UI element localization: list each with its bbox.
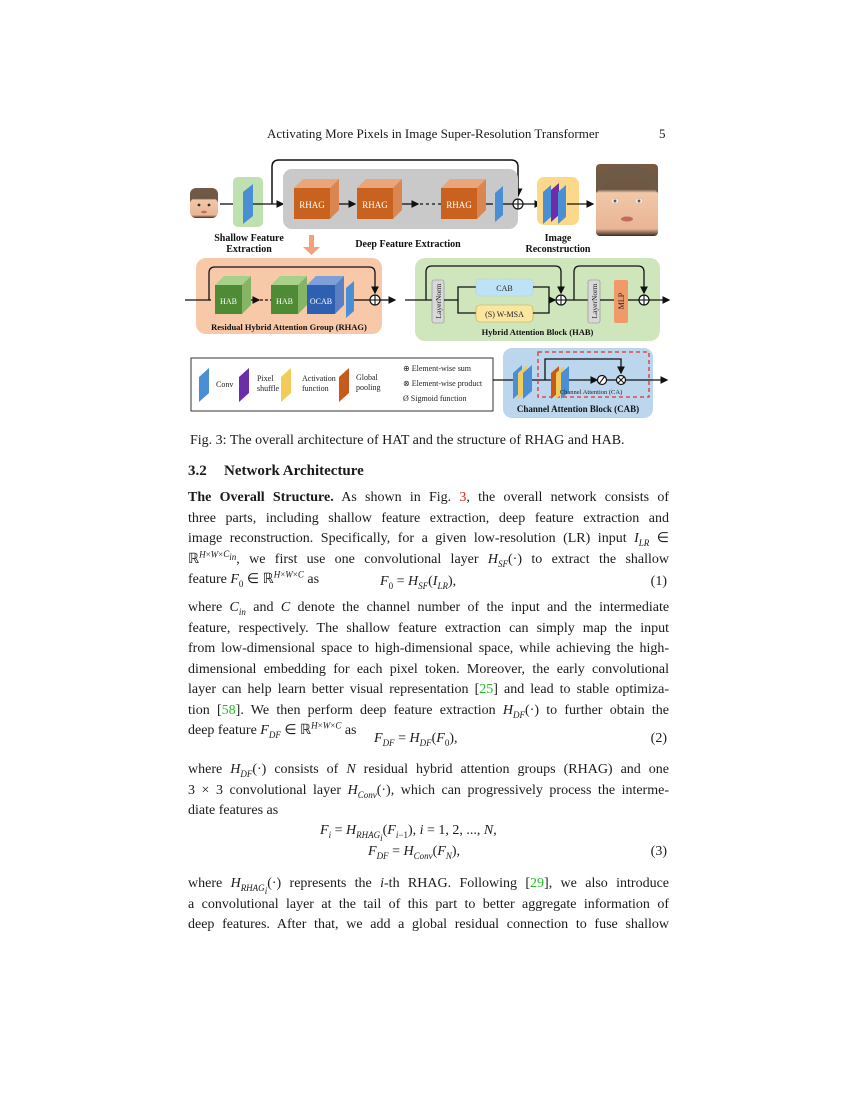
svg-text:Activation: Activation (302, 374, 336, 383)
page-number: 5 (659, 126, 666, 141)
paragraph-overall-structure: The Overall Structure. As shown in Fig. … (188, 490, 669, 589)
svg-text:LayerNorm: LayerNorm (434, 283, 443, 318)
svg-text:function: function (302, 384, 329, 393)
paragraph-deep-feature: where HDF(·) consists of N residual hybr… (188, 762, 670, 818)
svg-text:Global: Global (356, 373, 379, 382)
label-deep-feature: Deep Feature Extraction (355, 239, 461, 250)
conv-layer-icon (243, 184, 253, 224)
label-rhag-title: Residual Hybrid Attention Group (RHAG) (211, 322, 367, 332)
mlp-box (614, 280, 628, 323)
equation-2: FDF = HDF(F0), (2) (374, 731, 667, 748)
svg-text:HAB: HAB (220, 297, 237, 306)
architecture-diagram: RHAG RHAG RHAG (185, 159, 671, 418)
section-number: 3.2 (188, 463, 207, 479)
channel-attention-dashed-box (537, 351, 650, 398)
svg-text:RHAG: RHAG (362, 200, 388, 210)
figure-architecture: RHAG RHAG RHAG (183, 155, 673, 425)
figure-caption: Fig. 3: The overall architecture of HAT … (190, 433, 625, 448)
hab-block-2: HAB (271, 276, 307, 314)
svg-text:HAB: HAB (276, 297, 293, 306)
cab-detail-box (503, 348, 653, 418)
equation-number: (1) (650, 574, 667, 589)
citation-link[interactable]: 58 (221, 702, 236, 718)
svg-text:⊕ Element-wise sum: ⊕ Element-wise sum (403, 364, 472, 373)
label-hab-title: Hybrid Attention Block (HAB) (481, 327, 594, 337)
equation-1: F0 = HSF(ILR), (1) (380, 574, 667, 591)
rhag-block-n: RHAG (441, 179, 486, 219)
element-wise-sum-icon (512, 198, 524, 210)
rhag-block-1: RHAG (294, 179, 339, 219)
equation-3: Fi = HRHAGi(Fi−1), i = 1, 2, ..., N, FDF… (320, 823, 667, 861)
section-heading: 3.2 Network Architecture (188, 463, 364, 480)
svg-text:LayerNorm: LayerNorm (590, 283, 599, 318)
figure-ref-link[interactable]: 3 (459, 490, 467, 505)
svg-text:shuffle: shuffle (257, 384, 280, 393)
label-image-reconstruction: Image Reconstruction (525, 233, 591, 255)
svg-text:Ø Sigmoid function: Ø Sigmoid function (403, 394, 467, 403)
citation-link[interactable]: 29 (530, 876, 545, 891)
cab-box (475, 278, 534, 297)
running-title: Activating More Pixels in Image Super-Re… (267, 126, 599, 141)
sr-output-image (596, 164, 658, 236)
svg-text:MLP: MLP (617, 292, 626, 309)
svg-text:⊗ Element-wise product: ⊗ Element-wise product (403, 379, 483, 388)
svg-text:Pixel: Pixel (257, 374, 274, 383)
layernorm-box-1 (431, 279, 445, 324)
svg-text:RHAG: RHAG (299, 200, 325, 210)
svg-text:RHAG: RHAG (446, 200, 472, 210)
equation-number: (3) (650, 844, 667, 859)
paragraph-lead: The Overall Structure. (188, 490, 334, 505)
lr-input-image (188, 187, 220, 219)
svg-text:OCAB: OCAB (310, 297, 332, 306)
citation-link[interactable]: 25 (479, 682, 494, 697)
paragraph-rhag: where HRHAGi(·) represents the i-th RHAG… (188, 876, 670, 932)
label-cab-title: Channel Attention Block (CAB) (516, 404, 640, 414)
svg-text:Conv: Conv (216, 380, 233, 389)
layernorm-box-2 (587, 279, 601, 324)
svg-text:CAB: CAB (496, 284, 512, 293)
expand-arrow-icon (303, 247, 320, 255)
ocab-block: OCAB (307, 276, 344, 314)
section-title: Network Architecture (224, 463, 364, 479)
label-shallow-feature: Shallow Feature Extraction (214, 233, 284, 255)
svg-text:Channel Attention (CA): Channel Attention (CA) (560, 389, 622, 396)
hab-block-1: HAB (215, 276, 251, 314)
svg-text:pooling: pooling (356, 383, 380, 392)
svg-text:(S) W-MSA: (S) W-MSA (485, 310, 524, 319)
rhag-block-2: RHAG (357, 179, 402, 219)
paragraph-shallow-feature: where Cin and C denote the channel numbe… (188, 600, 670, 740)
equation-number: (2) (650, 731, 667, 746)
